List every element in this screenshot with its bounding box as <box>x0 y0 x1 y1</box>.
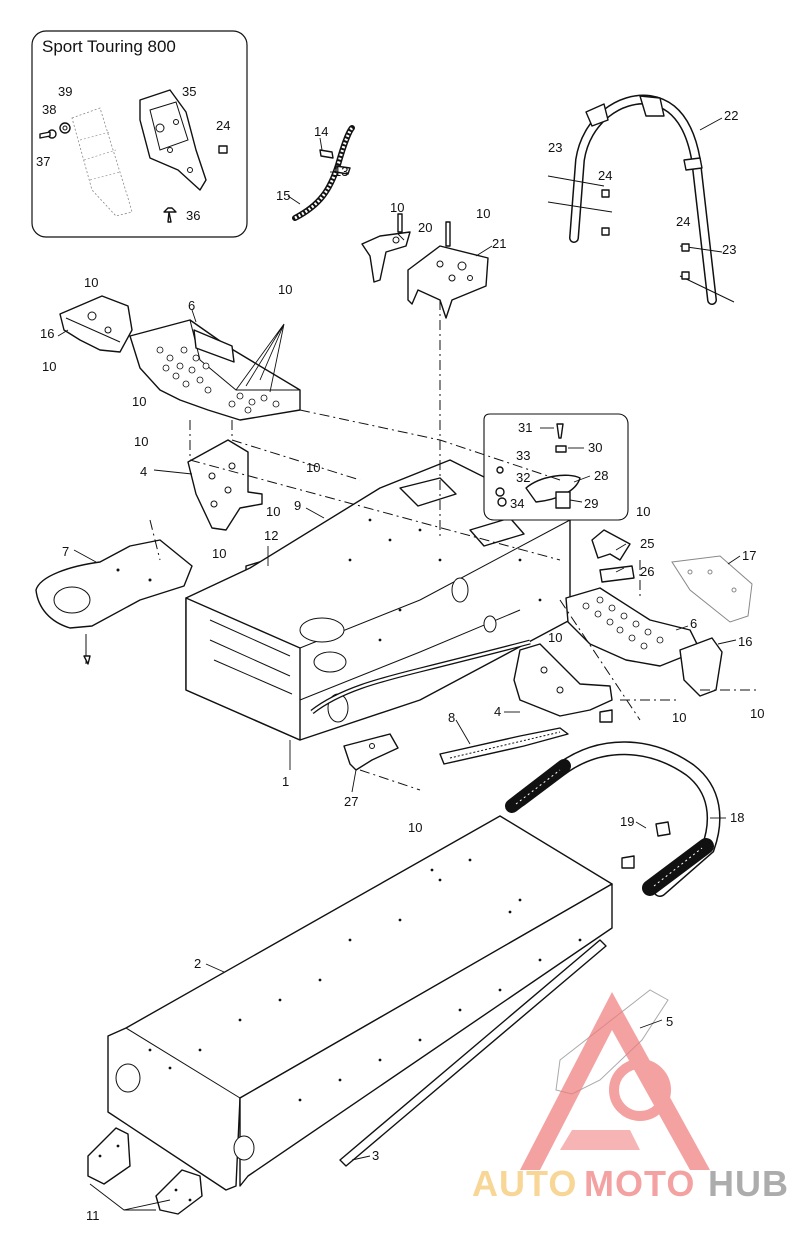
callout-2: 2 <box>194 956 201 971</box>
callout-16-left: 16 <box>40 326 54 341</box>
callout-32: 32 <box>516 470 530 485</box>
callout-19: 19 <box>620 814 634 829</box>
inset-title: Sport Touring 800 <box>42 37 176 56</box>
part-18-grab-handle <box>505 741 721 897</box>
callout-10-b: 10 <box>278 282 292 297</box>
part-21-bracket <box>407 221 489 319</box>
callout-27: 27 <box>344 794 358 809</box>
callout-36: 36 <box>186 208 200 223</box>
callout-10-m: 10 <box>672 710 686 725</box>
callout-23-left: 23 <box>548 140 562 155</box>
callout-14: 14 <box>314 124 328 139</box>
callout-10-f: 10 <box>306 460 320 475</box>
part-4-left-bracket <box>187 439 263 531</box>
callout-26: 26 <box>640 564 654 579</box>
callout-10-c: 10 <box>42 359 56 374</box>
part-15-cable <box>292 125 355 221</box>
callout-35: 35 <box>182 84 196 99</box>
watermark: AUTO MOTO HUB <box>472 992 789 1204</box>
callout-1: 1 <box>282 774 289 789</box>
callout-10-l: 10 <box>548 630 562 645</box>
watermark-triangle-icon <box>520 992 710 1170</box>
inset-sport-touring: Sport Touring 800 <box>31 30 248 238</box>
callout-leaders <box>57 117 741 1161</box>
callout-24-b: 24 <box>676 214 690 229</box>
callout-15: 15 <box>276 188 290 203</box>
callout-12: 12 <box>264 528 278 543</box>
assembly-lines <box>149 300 760 791</box>
callout-24-a: 24 <box>598 168 612 183</box>
inset-right-parts <box>483 413 629 521</box>
callout-22: 22 <box>724 108 738 123</box>
callout-25: 25 <box>640 536 654 551</box>
callout-10-k: 10 <box>636 504 650 519</box>
callout-4-left: 4 <box>140 464 147 479</box>
callout-28: 28 <box>594 468 608 483</box>
callout-10-g: 10 <box>266 504 280 519</box>
callout-31: 31 <box>518 420 532 435</box>
watermark-moto: MOTO <box>584 1163 695 1204</box>
part-27-bracket <box>343 733 399 771</box>
callout-5: 5 <box>666 1014 673 1029</box>
watermark-auto: AUTO <box>472 1163 577 1204</box>
callout-33: 33 <box>516 448 530 463</box>
callout-labels: 1 2 3 4 4 5 6 6 7 8 9 10 10 10 10 10 10 … <box>36 84 764 1223</box>
callout-10-o: 10 <box>408 820 422 835</box>
part-3-rail <box>339 939 607 1167</box>
watermark-hub: HUB <box>708 1163 789 1204</box>
callout-18: 18 <box>730 810 744 825</box>
callout-29: 29 <box>584 496 598 511</box>
part-25-bracket <box>591 529 631 561</box>
callout-10-d: 10 <box>132 394 146 409</box>
callout-10-j: 10 <box>476 206 490 221</box>
callout-30: 30 <box>588 440 602 455</box>
callout-20: 20 <box>418 220 432 235</box>
callout-6-left: 6 <box>188 298 195 313</box>
callout-16-right: 16 <box>738 634 752 649</box>
callout-7: 7 <box>62 544 69 559</box>
callout-13: 13 <box>334 164 348 179</box>
callout-21: 21 <box>492 236 506 251</box>
callout-38: 38 <box>42 102 56 117</box>
part-20-bracket <box>361 213 411 283</box>
callout-8: 8 <box>448 710 455 725</box>
part-6-right-footrest <box>565 587 701 667</box>
part-17-bracket <box>671 555 753 623</box>
part-8-strip <box>439 727 569 765</box>
part-4-right-bracket <box>513 643 613 723</box>
callout-24-inset: 24 <box>216 118 230 133</box>
callout-10-h: 10 <box>212 546 226 561</box>
callout-10-e: 10 <box>134 434 148 449</box>
part-26-plate <box>599 565 635 583</box>
callout-10-n: 10 <box>750 706 764 721</box>
callout-11: 11 <box>86 1208 100 1223</box>
callout-17: 17 <box>742 548 756 563</box>
callout-37: 37 <box>36 154 50 169</box>
callout-34: 34 <box>510 496 524 511</box>
callout-39: 39 <box>58 84 72 99</box>
part-6-left-footrest <box>129 319 301 421</box>
part-7-plate <box>35 539 193 665</box>
callout-23-right: 23 <box>722 242 736 257</box>
callout-10-a: 10 <box>84 275 98 290</box>
callout-9: 9 <box>294 498 301 513</box>
part-22-handle-loop <box>547 94 735 305</box>
callout-10-i: 10 <box>390 200 404 215</box>
part-16-left-bracket <box>59 295 133 353</box>
callout-3: 3 <box>372 1148 379 1163</box>
callout-4-right: 4 <box>494 704 501 719</box>
part-11-plates <box>87 1127 203 1215</box>
callout-6-right: 6 <box>690 616 697 631</box>
part-2-tunnel <box>107 815 613 1191</box>
